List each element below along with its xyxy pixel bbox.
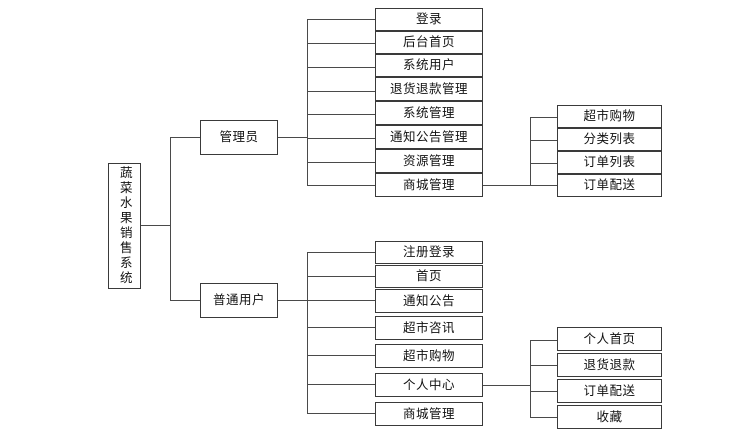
connector-user-module-stub [307, 355, 376, 356]
admin-module-notice-mgmt: 通知公告管理 [375, 125, 483, 149]
connector-personal-submodule-stub [530, 417, 558, 418]
admin-module-refund-mgmt: 退货退款管理 [375, 77, 483, 101]
connector-personal-submodule-stub [530, 365, 558, 366]
user-module-home: 首页 [375, 265, 483, 288]
connector-user-module-stub [307, 276, 376, 277]
connector-admin-module-stub [307, 162, 376, 163]
personal-submodule-personal-home: 个人首页 [557, 327, 662, 351]
user-module-notice: 通知公告 [375, 289, 483, 313]
connector-user-module-stub [307, 327, 376, 328]
user-module-supermarket-news: 超市咨讯 [375, 316, 483, 340]
connector-user-module-spine [307, 252, 308, 413]
connector-personal-submodule-stub [530, 391, 558, 392]
connector-mall-to-spine [483, 185, 531, 186]
user-module-personal-center: 个人中心 [375, 373, 483, 397]
connector-mall-submodule-spine [530, 117, 531, 185]
role-node-admin: 管理员 [200, 120, 278, 155]
connector-mall-submodule-stub [530, 140, 558, 141]
connector-admin-module-stub [307, 114, 376, 115]
mall-submodule-order-delivery: 订单配送 [557, 174, 662, 197]
admin-module-login: 登录 [375, 8, 483, 31]
connector-level2-spine [170, 137, 171, 300]
personal-submodule-refund: 退货退款 [557, 353, 662, 377]
connector-user-module-stub [307, 384, 376, 385]
connector-user-module-stub [307, 413, 376, 414]
connector-admin-module-stub [307, 43, 376, 44]
connector-admin-to-spine [278, 137, 308, 138]
connector-user-to-spine [278, 300, 308, 301]
connector-user-module-stub [307, 300, 376, 301]
connector-admin-module-stub [307, 19, 376, 20]
connector-spine-to-user [170, 300, 201, 301]
personal-submodule-order-delivery: 订单配送 [557, 379, 662, 403]
connector-admin-module-stub [307, 185, 376, 186]
user-module-register-login: 注册登录 [375, 241, 483, 264]
mall-submodule-order-list: 订单列表 [557, 151, 662, 174]
role-node-user: 普通用户 [200, 283, 278, 318]
connector-mall-submodule-stub [530, 117, 558, 118]
connector-admin-module-stub [307, 67, 376, 68]
connector-personal-submodule-spine [530, 340, 531, 418]
connector-personal-center-to-spine [483, 385, 531, 386]
admin-module-backend-home: 后台首页 [375, 31, 483, 54]
root-node-sales-system: 蔬菜水果销售系统 [108, 163, 141, 289]
connector-mall-submodule-stub [530, 163, 558, 164]
connector-admin-module-stub [307, 138, 376, 139]
connector-admin-module-spine [307, 19, 308, 185]
connector-root-to-spine [141, 225, 171, 226]
connector-mall-submodule-stub [530, 185, 558, 186]
connector-user-module-stub [307, 252, 376, 253]
mall-submodule-supermarket-shopping: 超市购物 [557, 105, 662, 128]
admin-module-resource-mgmt: 资源管理 [375, 149, 483, 173]
mall-submodule-category-list: 分类列表 [557, 128, 662, 151]
connector-personal-submodule-stub [530, 340, 558, 341]
admin-module-system-mgmt: 系统管理 [375, 101, 483, 125]
admin-module-system-users: 系统用户 [375, 54, 483, 77]
user-module-supermarket-shopping: 超市购物 [375, 344, 483, 368]
connector-admin-module-stub [307, 91, 376, 92]
personal-submodule-favorites: 收藏 [557, 405, 662, 429]
connector-spine-to-admin [170, 137, 201, 138]
admin-module-mall-mgmt: 商城管理 [375, 173, 483, 197]
user-module-mall-mgmt: 商城管理 [375, 402, 483, 426]
